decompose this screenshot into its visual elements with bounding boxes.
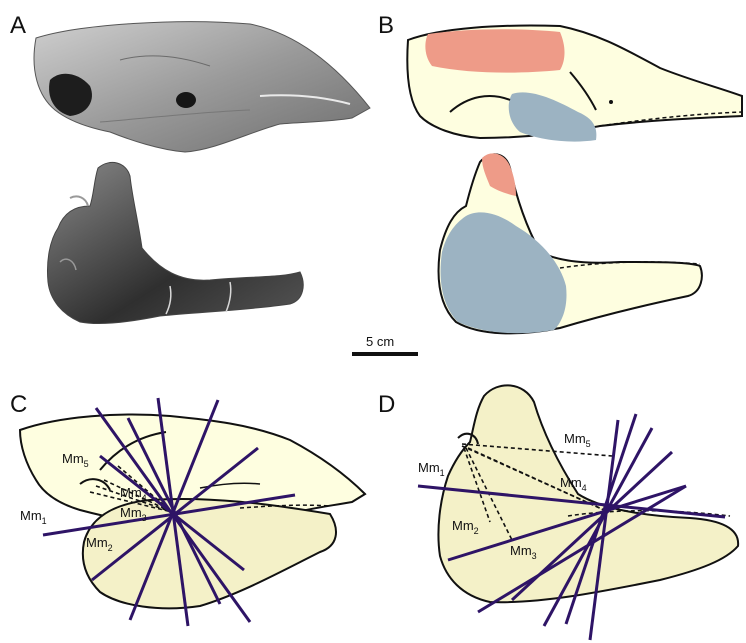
muscle-area-red-skull	[425, 29, 564, 72]
muscle-area-blue-mandible	[441, 212, 567, 333]
mm5-label-d: Mm5	[564, 431, 591, 449]
scale-bar-label: 5 cm	[366, 334, 394, 349]
mm1-label-d: Mm1	[418, 460, 445, 478]
panel-a-mandible-photo	[47, 162, 303, 323]
panel-b-skull-drawing	[407, 26, 742, 142]
panel-label-b: B	[378, 12, 394, 39]
panel-b-mandible-drawing	[439, 153, 702, 333]
panel-label-a: A	[10, 12, 26, 39]
scale-bar: 5 cm	[352, 334, 418, 356]
panel-d-drawing: Mm5 Mm1 Mm4 Mm2 Mm3	[418, 385, 738, 640]
panel-c-drawing: Mm5 Mm4 Mm3 Mm1 Mm2	[20, 398, 365, 626]
scale-bar-line	[352, 352, 418, 356]
panel-label-d: D	[378, 391, 395, 418]
mm1-label: Mm1	[20, 508, 47, 526]
panel-a-skull-photo	[34, 22, 370, 152]
panel-label-c: C	[10, 391, 27, 418]
